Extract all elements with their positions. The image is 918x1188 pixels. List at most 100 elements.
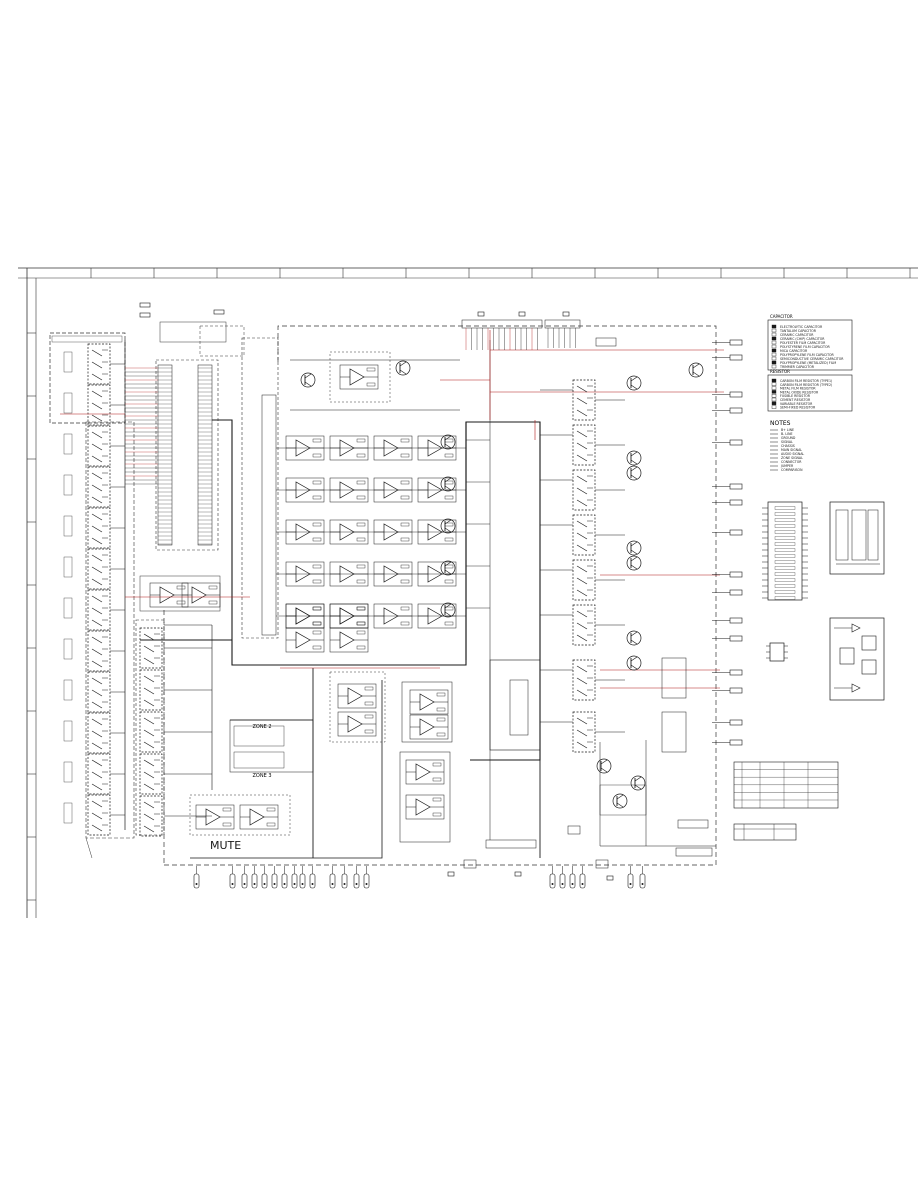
relay-driver-transistor [626,465,642,481]
notes-title: NOTES [770,420,791,427]
legend-entry: SEMICONDUCTIVE CERAMIC CAPACITOR [780,357,844,361]
spec-table [733,761,839,841]
legend-entry: METAL FILM RESISTOR [780,387,816,391]
legend-symbol [771,360,777,365]
relay-driver-transistor [626,655,642,671]
bottom-connector-jack [559,865,566,889]
bottom-connector-jack [193,865,200,889]
speaker-output-terminal [711,499,743,506]
speaker-relay [572,379,596,421]
amp-stage [285,627,325,653]
legend-entry: CEMENT RESISTOR [780,398,811,402]
bottom-connector-jack [627,865,634,889]
bottom-connector-jack [261,865,268,889]
jack-outline [63,351,73,373]
input-relay [87,343,111,385]
speaker-relay [572,559,596,601]
bottom-connector-jack [291,865,298,889]
upper-amp-section [290,351,460,411]
notes-entry: AUDIO SIGNAL [781,452,804,456]
bottom-connector-jack [579,865,586,889]
speaker-relay [572,469,596,511]
relay-driver-transistor [626,450,642,466]
legend-entry: POLYPROPYLENE FILM CAPACITOR [780,353,835,357]
legend-symbol [771,397,777,402]
notes-entry: B- LINE [781,432,792,436]
legend-symbol [771,382,777,386]
input-relay [87,507,111,549]
capacitor-legend: CAPACITOR ELECTROLYTIC CAPACITORTANTALUM… [767,314,853,371]
input-relay [87,712,111,754]
speaker-output-terminal [711,391,743,398]
selector-relay [139,669,163,711]
notes-entry: COMPARISON [781,468,803,472]
notes-entry: CONNECTOR [781,460,802,464]
legend-symbol [771,364,777,369]
main-board-outline [163,325,717,866]
bottom-connector-jack [271,865,278,889]
speaker-output-terminal [711,529,743,536]
relay-driver-transistor [626,630,642,646]
zone2-label: ZONE 2 [252,724,271,730]
speaker-output-terminal [711,339,743,346]
relay-driver-transistor [626,375,642,391]
bottom-connectors [193,839,646,889]
notes-entry: B+ LINE [781,428,794,432]
input-relay [87,630,111,672]
jack-outline [63,720,73,742]
legend-symbol [771,328,777,333]
bottom-connector-jack [353,865,360,889]
input-relay [87,589,111,631]
mute-label: MUTE [210,839,241,852]
jack-outline [63,638,73,660]
protection-circuit [489,659,647,835]
jack-outline [63,761,73,783]
legend-symbol [771,352,777,357]
amp-stage [329,627,369,653]
speaker-output-terminal [711,407,743,414]
speaker-output-terminal [711,483,743,490]
notes-entry: MAIN SIGNAL [781,448,802,452]
jack-outline [63,679,73,701]
legend-entry: POLYPROPYLENE (METALIZED) FILM [780,361,836,365]
legend-entry: TANTALUM CAPACITOR [779,329,817,333]
jack-outline [63,556,73,578]
resistor-legend-title: RESISTOR [770,369,790,374]
legend-symbol [771,401,777,405]
legend-symbol [771,340,777,345]
legend-symbol [771,390,777,394]
legend-symbol [771,378,777,383]
speaker-output-terminal [711,354,743,361]
ribbon-connector-block [125,302,245,551]
jack-outline [63,392,73,414]
bottom-connector-jack [241,865,248,889]
resistor-legend: RESISTOR CARBON FILM RESISTOR (TYPE1)CAR… [767,369,853,412]
legend-symbol [771,394,777,398]
selector-relay [139,627,163,669]
bottom-connector-jack [363,865,370,889]
input-relay [87,753,111,795]
bottom-connector-jack [309,865,316,889]
legend-entry: VARIABLE RESISTOR [780,402,813,406]
legend-symbol [771,344,777,349]
input-relay [87,384,111,426]
notes-entry: ZONE SIGNAL [781,456,803,460]
ic-pinout-large [762,501,808,601]
notes-entry: CHASSIS [781,444,795,448]
bottom-connector-jack [341,865,348,889]
speaker-output-terminal [711,635,743,642]
speaker-relay [572,659,596,701]
legend-entry: MICA CAPACITOR [780,349,808,353]
volume-amp-matrix [261,394,490,653]
speaker-output-terminal [711,739,743,746]
legend-entry: TRIMMER CAPACITOR [779,365,815,369]
zone3-label: ZONE 3 [252,773,271,779]
relay-driver-transistor [626,540,642,556]
selector-relay [139,711,163,753]
row-grid-marks [27,332,36,901]
capacitor-legend-title: CAPACITOR [770,314,793,319]
jack-outline [63,474,73,496]
input-relay [87,794,111,836]
